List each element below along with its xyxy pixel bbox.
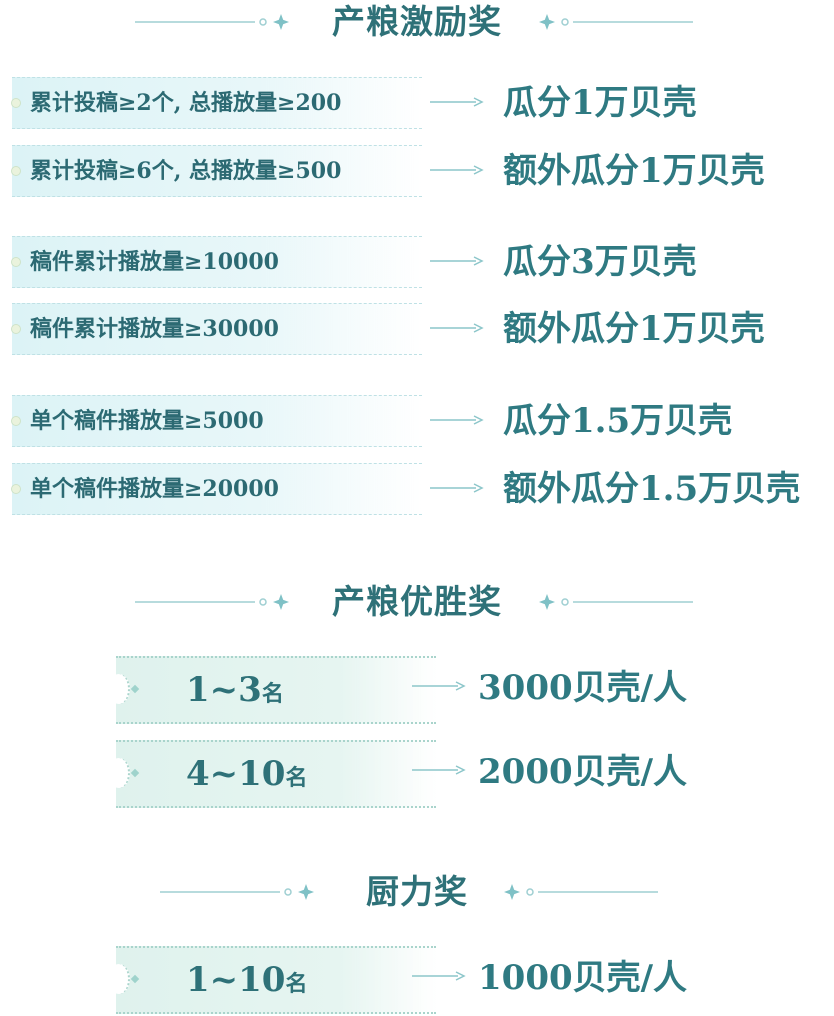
condition-label: 单个稿件播放量≥20000 xyxy=(30,476,279,502)
right-ornament-icon xyxy=(504,884,658,900)
arrow-right-icon xyxy=(412,681,466,691)
left-ornament-icon xyxy=(135,594,289,610)
rank-pill: 1~10名 xyxy=(108,946,436,1016)
rank-unit: 名 xyxy=(285,765,308,791)
rank-range: 1~10名 xyxy=(186,948,307,1016)
section-title-excellence: 产粮优胜奖 xyxy=(0,582,834,622)
excellence-rank-row-2: 4~10名 2000贝壳/人 xyxy=(0,740,834,810)
section-title-text: 产粮优胜奖 xyxy=(332,582,502,621)
bullet-icon xyxy=(11,257,21,267)
chef-rank-row-1: 1~10名 1000贝壳/人 xyxy=(0,946,834,1016)
reward-text: 瓜分3万贝壳 xyxy=(503,242,697,282)
reward-text: 瓜分1万贝壳 xyxy=(503,83,697,123)
bullet-icon xyxy=(11,416,21,426)
section-title-chef: 厨力奖 xyxy=(0,872,834,912)
production-row-3: 稿件累计播放量≥10000 瓜分3万贝壳 xyxy=(0,236,834,288)
rank-reward: 1000贝壳/人 xyxy=(478,958,688,998)
section-title-text: 产粮激励奖 xyxy=(332,2,502,41)
condition-label: 单个稿件播放量≥5000 xyxy=(30,408,264,434)
rank-reward: 2000贝壳/人 xyxy=(478,752,688,792)
condition-label: 累计投稿≥6个, 总播放量≥500 xyxy=(30,158,342,184)
production-row-6: 单个稿件播放量≥20000 额外瓜分1.5万贝壳 xyxy=(0,463,834,515)
condition-pill: 稿件累计播放量≥10000 xyxy=(11,236,422,288)
production-row-2: 累计投稿≥6个, 总播放量≥500 额外瓜分1万贝壳 xyxy=(0,145,834,197)
production-row-1: 累计投稿≥2个, 总播放量≥200 瓜分1万贝壳 xyxy=(0,77,834,129)
arrow-right-icon xyxy=(430,165,484,175)
rank-range-number: 4~10 xyxy=(186,754,286,794)
production-row-4: 稿件累计播放量≥30000 额外瓜分1万贝壳 xyxy=(0,303,834,355)
bullet-icon xyxy=(11,98,21,108)
rank-range-number: 1~10 xyxy=(186,960,286,1000)
condition-label: 累计投稿≥2个, 总播放量≥200 xyxy=(30,90,342,116)
pill-notch xyxy=(108,758,130,788)
pill-notch xyxy=(108,674,130,704)
diamond-icon xyxy=(130,684,140,694)
right-ornament-icon xyxy=(539,14,693,30)
arrow-right-icon xyxy=(430,323,484,333)
condition-pill: 单个稿件播放量≥5000 xyxy=(11,395,422,447)
rank-unit: 名 xyxy=(285,971,308,997)
rank-pill: 1~3名 xyxy=(108,656,436,726)
condition-pill: 累计投稿≥2个, 总播放量≥200 xyxy=(11,77,422,129)
production-row-5: 单个稿件播放量≥5000 瓜分1.5万贝壳 xyxy=(0,395,834,447)
arrow-right-icon xyxy=(430,97,484,107)
pill-notch xyxy=(108,964,130,994)
condition-pill: 单个稿件播放量≥20000 xyxy=(11,463,422,515)
condition-label: 稿件累计播放量≥30000 xyxy=(30,316,279,342)
bullet-icon xyxy=(11,166,21,176)
condition-pill: 累计投稿≥6个, 总播放量≥500 xyxy=(11,145,422,197)
section-title-text: 厨力奖 xyxy=(366,872,468,911)
rank-range: 1~3名 xyxy=(186,658,284,726)
bullet-icon xyxy=(11,484,21,494)
rank-range: 4~10名 xyxy=(186,742,307,810)
arrow-right-icon xyxy=(430,483,484,493)
arrow-right-icon xyxy=(430,415,484,425)
right-ornament-icon xyxy=(539,594,693,610)
reward-text: 瓜分1.5万贝壳 xyxy=(503,401,733,441)
arrow-right-icon xyxy=(412,765,466,775)
left-ornament-icon xyxy=(160,884,314,900)
diamond-icon xyxy=(130,974,140,984)
bullet-icon xyxy=(11,324,21,334)
rank-pill: 4~10名 xyxy=(108,740,436,810)
diamond-icon xyxy=(130,768,140,778)
rank-unit: 名 xyxy=(261,681,284,707)
rank-range-number: 1~3 xyxy=(186,670,262,710)
rank-reward: 3000贝壳/人 xyxy=(478,668,688,708)
reward-text: 额外瓜分1万贝壳 xyxy=(503,309,765,349)
condition-label: 稿件累计播放量≥10000 xyxy=(30,249,279,275)
arrow-right-icon xyxy=(430,256,484,266)
excellence-rank-row-1: 1~3名 3000贝壳/人 xyxy=(0,656,834,726)
arrow-right-icon xyxy=(412,971,466,981)
reward-text: 额外瓜分1万贝壳 xyxy=(503,151,765,191)
left-ornament-icon xyxy=(135,14,289,30)
condition-pill: 稿件累计播放量≥30000 xyxy=(11,303,422,355)
reward-text: 额外瓜分1.5万贝壳 xyxy=(503,469,801,509)
section-title-production: 产粮激励奖 xyxy=(0,2,834,42)
